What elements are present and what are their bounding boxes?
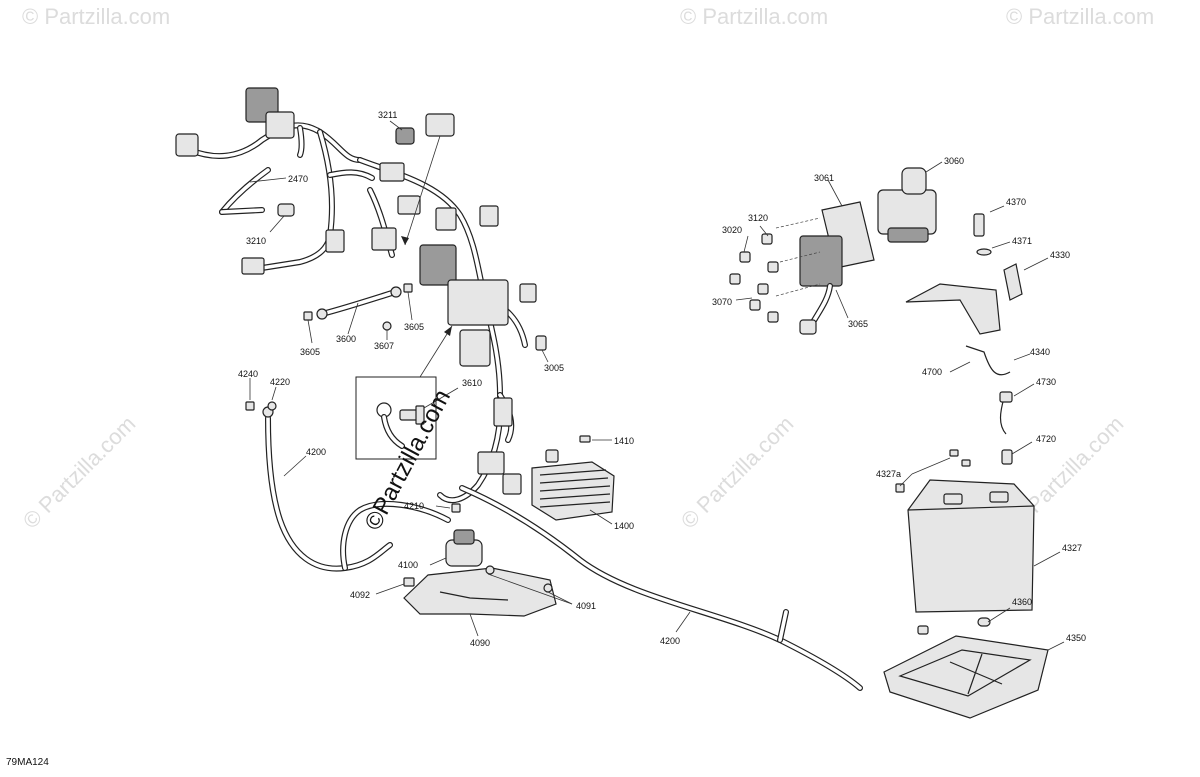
- part-4090-bracket: [375, 565, 573, 637]
- callout-3060: 3060: [944, 156, 964, 166]
- part-4330-battery-bracket: [905, 205, 1049, 335]
- callout-3607: 3607: [374, 341, 394, 351]
- part-3210-sensor: [269, 203, 295, 233]
- callout-3605-left: 3605: [300, 347, 320, 357]
- part-3211-connector: [389, 113, 455, 246]
- callout-4220: 4220: [270, 377, 290, 387]
- callout-3020: 3020: [722, 225, 742, 235]
- callout-4371: 4371: [1012, 236, 1032, 246]
- callout-labels: 3211 2470 3210 3600 3605 3605 3607 3005 …: [238, 110, 1086, 648]
- watermark-center: © Partzilla.com: [676, 411, 799, 534]
- callout-3061: 3061: [814, 173, 834, 183]
- callout-4370: 4370: [1006, 197, 1026, 207]
- part-4340-rod: [949, 345, 1035, 465]
- callout-4100: 4100: [398, 560, 418, 570]
- reference-code: 79MA124: [6, 757, 49, 768]
- part-2470-rod: [219, 167, 287, 215]
- fasteners-3020-3120-3070: [729, 225, 779, 323]
- callout-4340: 4340: [1030, 347, 1050, 357]
- callout-3605-right: 3605: [404, 322, 424, 332]
- callout-4240: 4240: [238, 369, 258, 379]
- part-3065-relay-block: [775, 217, 849, 335]
- callout-4330: 4330: [1050, 250, 1070, 260]
- detail-inset-3610: [355, 325, 459, 460]
- callout-3120: 3120: [748, 213, 768, 223]
- callout-3070: 3070: [712, 297, 732, 307]
- callout-4327a: 4327a: [876, 469, 901, 479]
- callout-3005: 3005: [544, 363, 564, 373]
- part-4327-battery: [907, 479, 1061, 613]
- callout-1410: 1410: [614, 436, 634, 446]
- callout-4730: 4730: [1036, 377, 1056, 387]
- callout-3065: 3065: [848, 319, 868, 329]
- watermark-top-left: © Partzilla.com: [22, 4, 170, 29]
- callout-3610: 3610: [462, 378, 482, 388]
- callout-3210: 3210: [246, 236, 266, 246]
- watermark-top-right: © Partzilla.com: [1006, 4, 1154, 29]
- part-3600-ground-cable: [303, 283, 413, 344]
- part-4350-battery-tray: [883, 607, 1065, 719]
- part-4200-battery-cable-negative: [245, 378, 451, 572]
- watermarks: © Partzilla.com © Partzilla.com © Partzi…: [18, 4, 1154, 534]
- callout-4092: 4092: [350, 590, 370, 600]
- watermark-left: © Partzilla.com: [18, 411, 141, 534]
- callout-3600: 3600: [336, 334, 356, 344]
- part-3060-actuator: [877, 161, 943, 243]
- callout-4700: 4700: [922, 367, 942, 377]
- watermark-top-center: © Partzilla.com: [680, 4, 828, 29]
- main-wiring-harness: [175, 87, 537, 504]
- callout-3211: 3211: [378, 110, 397, 120]
- part-4327a-hardware: [895, 449, 971, 493]
- callout-4720: 4720: [1036, 434, 1056, 444]
- callout-4200-left: 4200: [306, 447, 326, 457]
- callout-4327: 4327: [1062, 543, 1082, 553]
- part-4200-battery-cable-positive: [459, 485, 863, 691]
- callout-4200-right: 4200: [660, 636, 680, 646]
- callout-4091: 4091: [576, 601, 596, 611]
- callout-1400: 1400: [614, 521, 634, 531]
- part-1400-voltage-regulator: [531, 435, 615, 525]
- callout-4360: 4360: [1012, 597, 1032, 607]
- part-4100-starter-solenoid: [429, 503, 483, 567]
- part-3005-bolt: [535, 335, 549, 363]
- callout-4350: 4350: [1066, 633, 1086, 643]
- callout-4210: 4210: [404, 501, 424, 511]
- callout-4090: 4090: [470, 638, 490, 648]
- callout-2470: 2470: [288, 174, 308, 184]
